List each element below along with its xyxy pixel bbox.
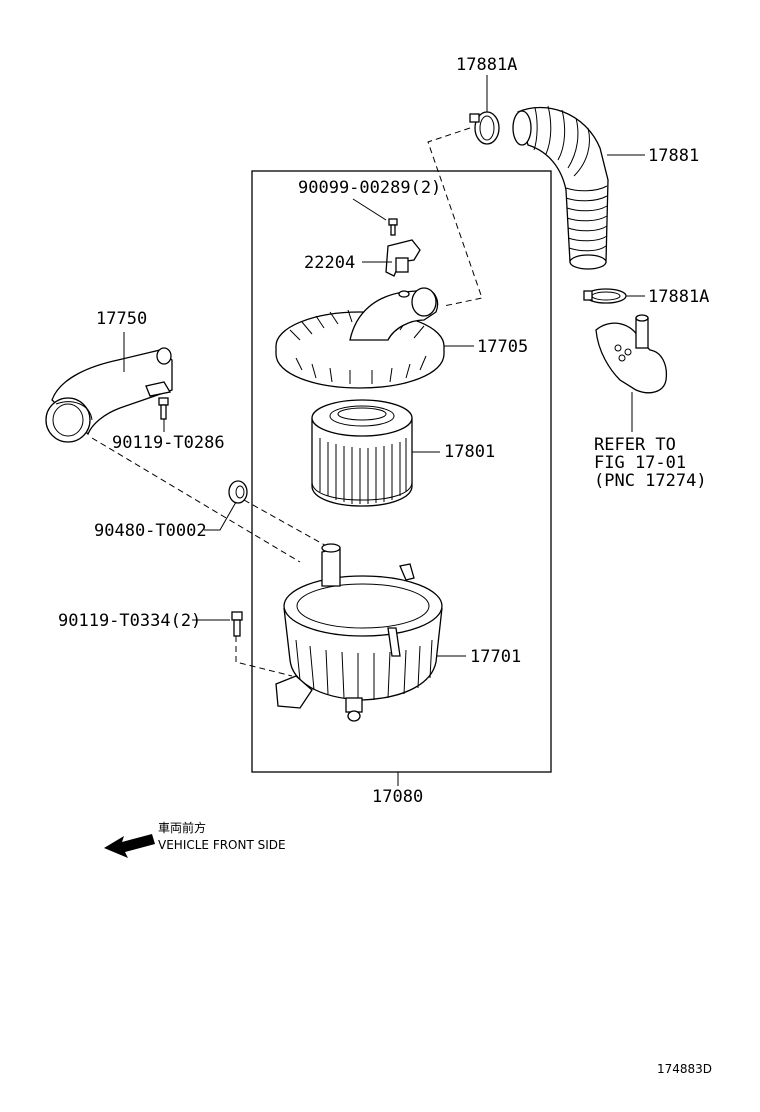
- direction-japanese: 車両前方: [158, 820, 206, 835]
- refer-line-1: REFER TO: [594, 435, 676, 455]
- intake-hose-17881[interactable]: [512, 105, 609, 270]
- arrow-left-icon: [104, 834, 155, 858]
- callout-90119-T0334: 90119-T0334(2): [58, 611, 201, 631]
- callout-17701: 17701: [470, 647, 521, 667]
- hose-clamp-17881A-mid[interactable]: [583, 288, 627, 304]
- callout-17881A-mid: 17881A: [648, 287, 709, 307]
- direction-english: VEHICLE FRONT SIDE: [158, 838, 286, 852]
- airflow-sensor-22204[interactable]: [385, 239, 421, 277]
- callout-17801: 17801: [444, 442, 495, 462]
- callout-17705: 17705: [477, 337, 528, 357]
- bolt-90119-T0334[interactable]: [231, 611, 243, 637]
- callout-90099-00289: 90099-00289(2): [298, 178, 441, 198]
- air-filter-element-17801[interactable]: [311, 399, 413, 507]
- air-cleaner-cover-17705[interactable]: [275, 287, 445, 389]
- grommet-90480-T0002[interactable]: [228, 480, 248, 504]
- assembly-frame-17080: [251, 170, 552, 773]
- callout-17881: 17881: [648, 146, 699, 166]
- refer-line-3: (PNC 17274): [594, 471, 707, 491]
- hose-clamp-17881A-top[interactable]: [469, 111, 500, 145]
- callout-22204: 22204: [304, 253, 355, 273]
- refer-line-2: FIG 17-01: [594, 453, 686, 473]
- air-cleaner-case-17701[interactable]: [275, 543, 443, 722]
- bolt-90099-00289[interactable]: [388, 218, 398, 236]
- callout-17750: 17750: [96, 309, 147, 329]
- air-inlet-duct-17750[interactable]: [45, 347, 173, 443]
- callout-90480-T0002: 90480-T0002: [94, 521, 207, 541]
- callout-17080: 17080: [372, 787, 423, 807]
- figure-id: 174883D: [657, 1062, 712, 1076]
- callout-90119-T0286: 90119-T0286: [112, 433, 225, 453]
- air-duct-elbow-reference[interactable]: [595, 314, 668, 394]
- callout-17881A-top: 17881A: [456, 55, 517, 75]
- bolt-90119-T0286[interactable]: [158, 397, 169, 420]
